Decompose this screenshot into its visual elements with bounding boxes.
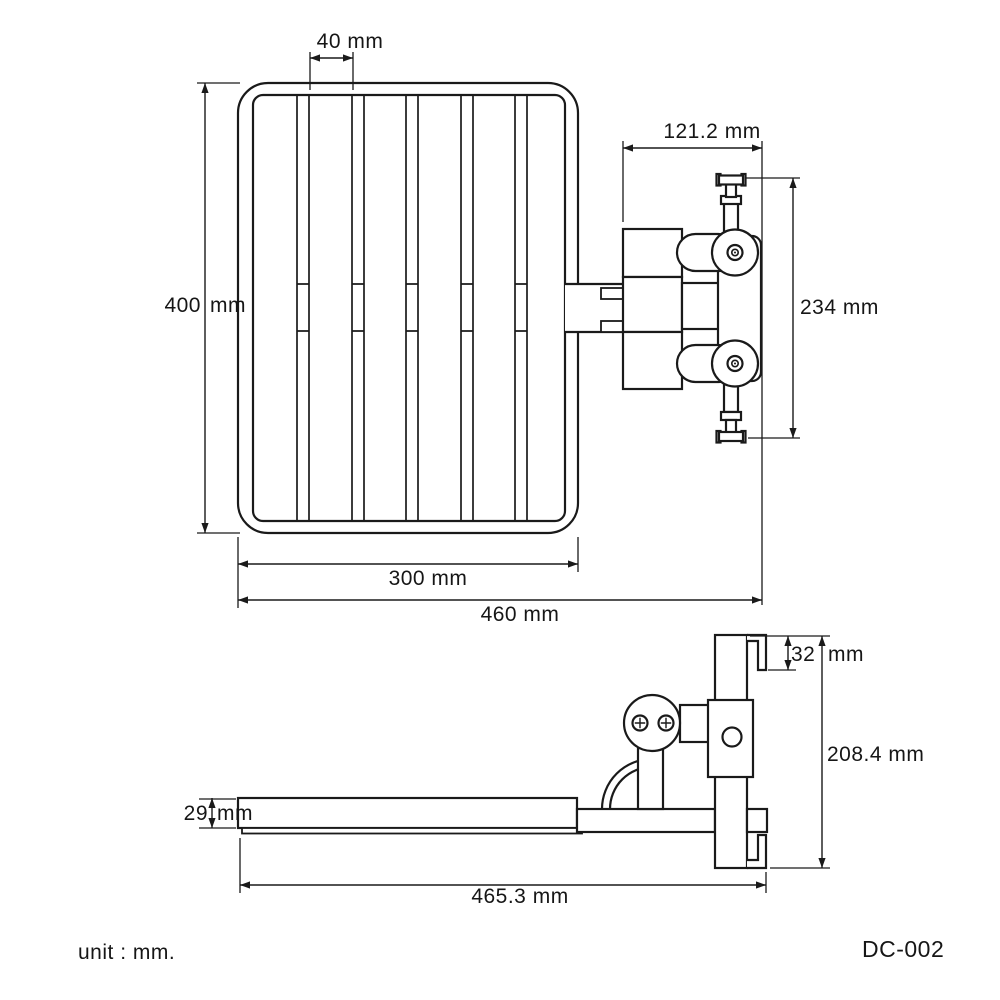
clamp-block-top	[621, 227, 684, 279]
bar-notch-top	[600, 287, 624, 300]
unit-note: unit : mm.	[78, 941, 175, 964]
dim-panel-height-value: 400	[164, 294, 201, 317]
dim-tray-thickness-value: 29	[184, 802, 208, 825]
footer: unit : mm. DC-002	[78, 936, 944, 964]
ball-screw-right	[657, 714, 675, 732]
dim-hook-depth-unit: mm	[828, 643, 864, 666]
dim-slat-spacing-label: 40 mm	[317, 30, 384, 53]
post-side-block	[745, 807, 769, 834]
ball-joint	[622, 693, 682, 753]
clamp-screw-bottom	[715, 379, 747, 444]
dim-total-height-label: 208.4 mm	[827, 743, 924, 766]
tray-lip	[241, 827, 583, 835]
support-bar	[565, 282, 624, 334]
dimension-annotations: 40 mm 400 mm 300 mm 460 mm 121.2 mm 234 …	[164, 30, 924, 908]
tray-extension-bar	[575, 807, 717, 834]
dim-total-length-label: 465.3 mm	[471, 885, 568, 908]
panel-slats	[296, 96, 528, 520]
dim-panel-width-label: 300 mm	[389, 567, 468, 590]
tray-body	[236, 796, 579, 830]
post-bottom-foot	[747, 833, 768, 870]
dim-panel-height-unit: mm	[210, 294, 246, 317]
dim-clamp-height-label: 234 mm	[800, 296, 879, 319]
dim-total-width-label: 460 mm	[481, 603, 560, 626]
post-top-hook	[747, 633, 768, 672]
product-code: DC-002	[862, 936, 944, 962]
pivot-screw-top	[726, 243, 744, 262]
clamp-block-middle	[621, 275, 684, 334]
side-view	[236, 633, 769, 870]
bracket-hole	[721, 726, 743, 748]
ball-stem	[636, 746, 665, 811]
ball-screw-left	[631, 714, 649, 732]
dim-hook-depth-value: 32	[791, 643, 815, 666]
clamp-screw-top	[715, 172, 747, 237]
clamp-center-block	[680, 281, 722, 331]
bar-notch-bottom	[600, 320, 624, 333]
top-view	[236, 81, 763, 535]
clamp-assembly	[621, 172, 763, 444]
dim-tray-thickness-unit: mm	[217, 802, 253, 825]
panel-inner-frame	[251, 93, 567, 523]
dim-clamp-width-label: 121.2 mm	[663, 120, 760, 143]
clamp-block-bottom	[621, 330, 684, 391]
pivot-screw-bottom	[726, 354, 744, 373]
post-bracket-block	[706, 698, 755, 779]
